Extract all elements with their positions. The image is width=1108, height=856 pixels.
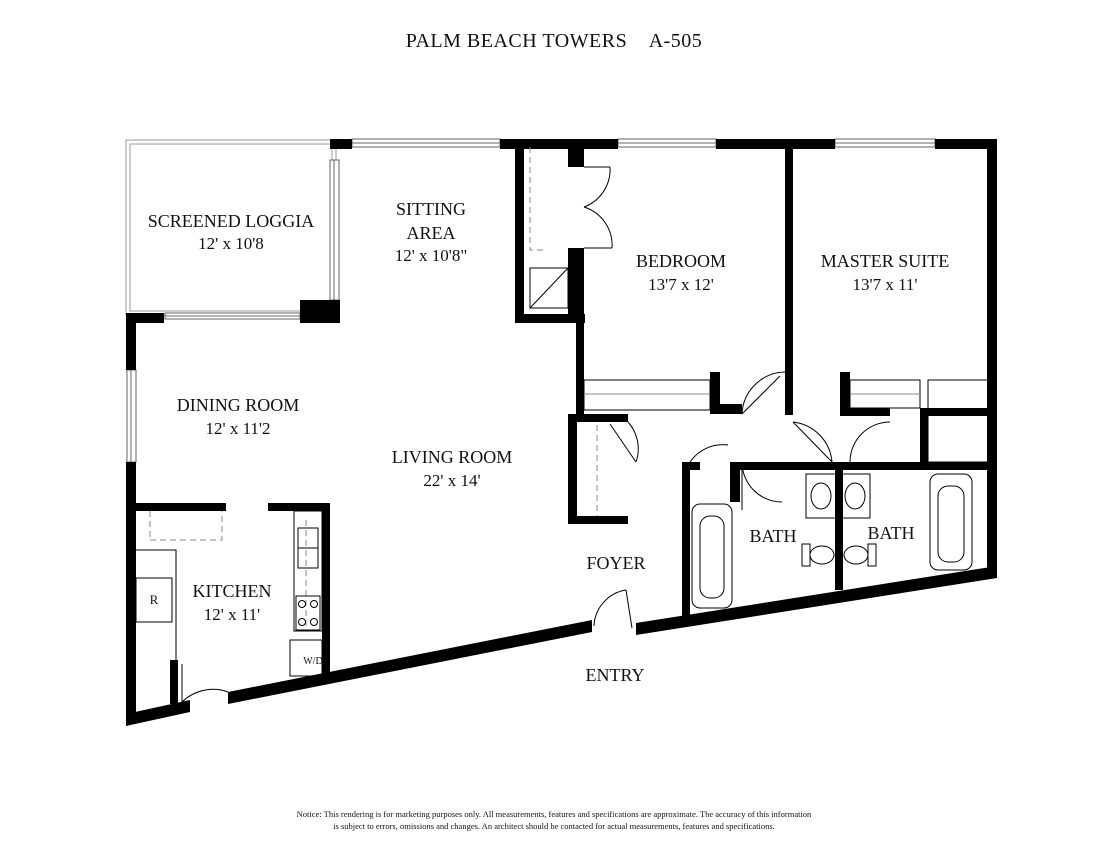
sitting-name-line1: SITTING	[396, 199, 466, 219]
plan-title: PALM BEACH TOWERS A-505	[0, 30, 1108, 53]
notice-line-2: is subject to errors, omissions and chan…	[333, 821, 775, 831]
bath2-name: BATH	[867, 523, 914, 543]
bath-fixtures	[691, 473, 973, 609]
bedroom-size: 13'7 x 12'	[648, 275, 714, 294]
living-name: LIVING ROOM	[392, 447, 513, 467]
kitchen-size: 12' x 11'	[204, 605, 261, 624]
master-name: MASTER SUITE	[821, 251, 950, 271]
kitchen-name: KITCHEN	[193, 581, 272, 601]
dining-name: DINING ROOM	[177, 395, 300, 415]
sitting-size: 12' x 10'8"	[395, 246, 468, 265]
entry-name: ENTRY	[585, 665, 644, 685]
windows	[126, 138, 936, 463]
loggia-name: SCREENED LOGGIA	[148, 211, 315, 231]
sitting-name-line2: AREA	[407, 223, 456, 243]
living-size: 22' x 14'	[423, 471, 480, 490]
bedroom-name: BEDROOM	[636, 251, 726, 271]
washer-dryer-label: W/D	[303, 656, 322, 667]
closet-and-counter-lines	[135, 147, 989, 677]
building-name: PALM BEACH TOWERS	[405, 30, 628, 52]
dining-size: 12' x 11'2	[206, 419, 271, 438]
interior-walls	[136, 147, 988, 704]
master-size: 13'7 x 11'	[853, 275, 918, 294]
doors	[181, 166, 891, 703]
disclaimer-notice: Notice: This rendering is for marketing …	[0, 808, 1108, 832]
refrigerator-label: R	[150, 592, 159, 607]
foyer-name: FOYER	[586, 553, 645, 573]
exterior-walls	[126, 139, 997, 726]
loggia-size: 12' x 10'8	[198, 234, 264, 253]
notice-line-1: Notice: This rendering is for marketing …	[296, 809, 812, 819]
room-labels: SCREENED LOGGIA 12' x 10'8 SITTING AREA …	[148, 199, 950, 685]
bath1-name: BATH	[749, 526, 796, 546]
unit-number: A-505	[648, 30, 703, 52]
